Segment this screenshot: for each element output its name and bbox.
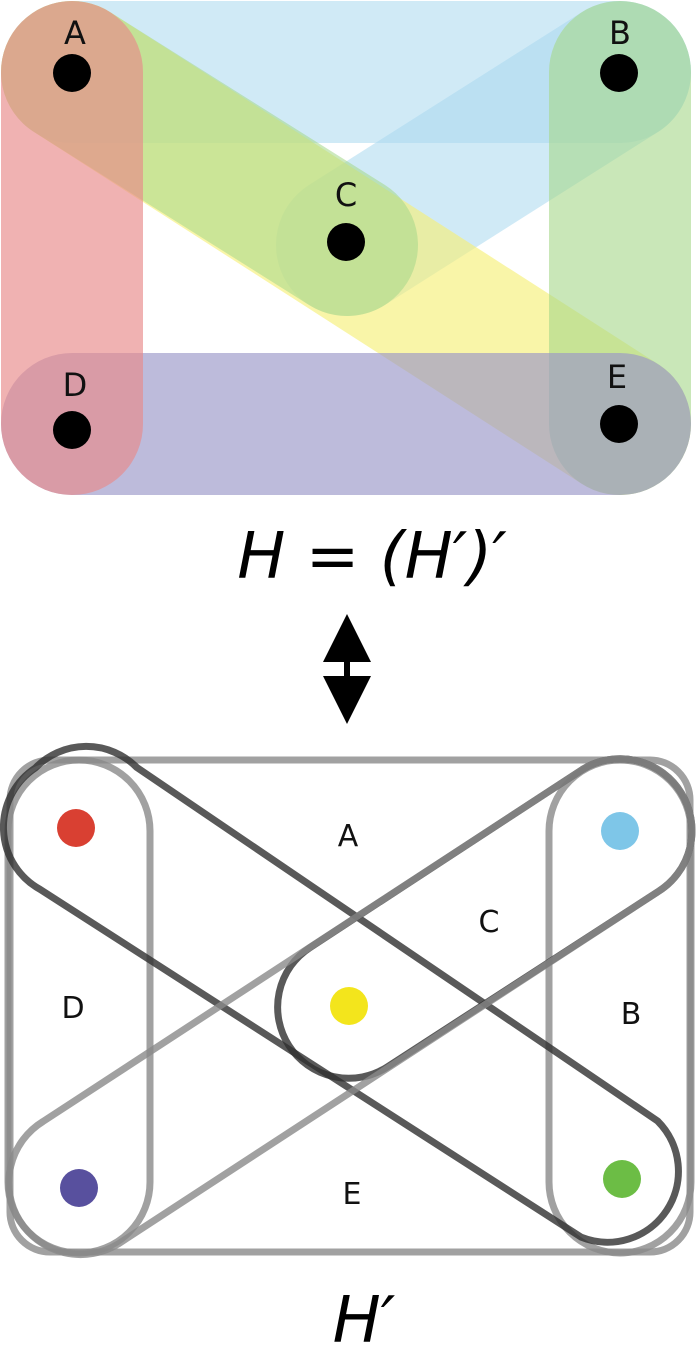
vertex-red — [57, 809, 95, 847]
edge-label-a: A — [338, 819, 359, 854]
vertex-label-c: C — [335, 176, 357, 214]
vertex-e — [600, 405, 638, 443]
title-h: H = (H′)′ — [237, 520, 507, 594]
vertex-label-b: B — [609, 14, 631, 52]
hyperedge-e-light-diagonal — [5, 755, 696, 1259]
vertex-yellow — [330, 987, 368, 1025]
vertex-label-a: A — [64, 14, 86, 52]
vertex-b — [600, 54, 638, 92]
hyperedge-e-diagonal — [0, 742, 682, 1246]
vertex-label-d: D — [63, 366, 88, 404]
hypergraph-h-prime — [0, 742, 696, 1259]
edge-label-d: D — [61, 991, 84, 1026]
vertex-blue — [601, 812, 639, 850]
title-h-prime: H′ — [333, 1284, 396, 1358]
edge-label-b: B — [621, 997, 642, 1032]
vertex-green — [603, 1160, 641, 1198]
edge-label-c: C — [479, 905, 500, 940]
vertex-c — [327, 223, 365, 261]
vertex-label-e: E — [607, 358, 627, 396]
hypergraph-h: A B C D E — [1, 1, 691, 495]
vertex-d — [53, 411, 91, 449]
vertex-purple — [60, 1169, 98, 1207]
edge-label-e: E — [343, 1177, 362, 1212]
vertex-a — [53, 54, 91, 92]
